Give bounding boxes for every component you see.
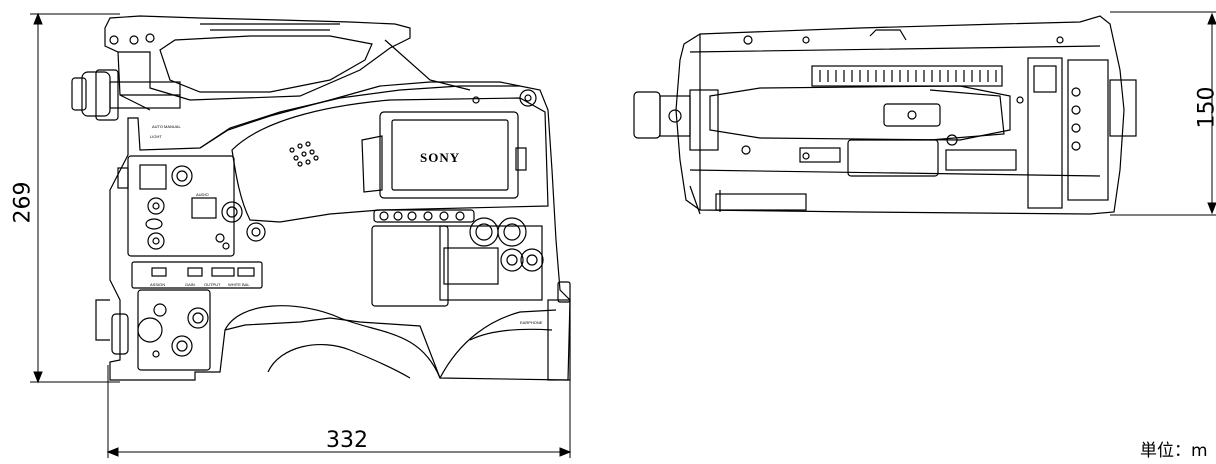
width-dimension-label: 332 — [326, 428, 368, 453]
unit-label: 単位：m — [1140, 436, 1208, 461]
vent-grille — [812, 66, 1002, 86]
panel-label-auto: AUTO — [152, 124, 163, 129]
top-view-camera — [634, 16, 1136, 214]
panel-label-assign: ASSIGN — [150, 282, 165, 287]
speaker-grille — [290, 142, 318, 166]
dim-height-lines — [30, 14, 120, 382]
panel-label-manual: MANUAL — [164, 124, 181, 129]
panel-label-audio: AUDIO — [196, 192, 209, 197]
panel-label-earphone: EARPHONE — [520, 320, 543, 325]
brand-logo: SONY — [420, 150, 460, 165]
panel-label-light: LIGHT — [150, 134, 162, 139]
height-dimension-label: 269 — [11, 182, 36, 224]
side-view-camera — [72, 16, 570, 380]
panel-label-output: OUTPUT — [204, 282, 221, 287]
panel-label-white-bal: WHITE BAL — [228, 282, 250, 287]
depth-dimension-label: 150 — [1195, 87, 1216, 129]
panel-label-gain: GAIN — [185, 282, 195, 287]
